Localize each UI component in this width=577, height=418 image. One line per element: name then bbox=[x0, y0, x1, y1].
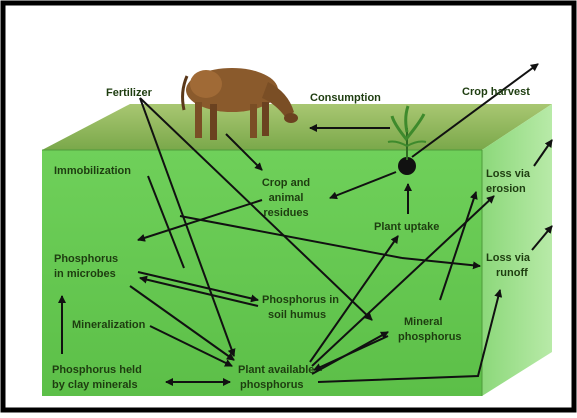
label-plant-available-line1: Plant available bbox=[238, 364, 314, 376]
label-loss-erosion-line2: erosion bbox=[486, 183, 526, 195]
label-p-microbes-line2: in microbes bbox=[54, 268, 116, 280]
label-fertilizer: Fertilizer bbox=[106, 87, 153, 99]
label-loss-runoff-line2: runoff bbox=[496, 267, 528, 279]
label-p-humus-line1: Phosphorus in bbox=[262, 294, 339, 306]
label-mineralization: Mineralization bbox=[72, 319, 146, 331]
label-clay-p-line1: Phosphorus held bbox=[52, 364, 142, 376]
label-immobilization: Immobilization bbox=[54, 165, 131, 177]
label-consumption: Consumption bbox=[310, 92, 381, 104]
label-crop-harvest: Crop harvest bbox=[462, 86, 530, 98]
label-p-microbes-line1: Phosphorus bbox=[54, 253, 118, 265]
label-plant-available-line2: phosphorus bbox=[240, 379, 304, 391]
label-crop-residues-line2: animal bbox=[269, 192, 304, 204]
label-loss-erosion-line1: Loss via bbox=[486, 168, 531, 180]
label-crop-residues-line1: Crop and bbox=[262, 177, 310, 189]
label-mineral-p-line2: phosphorus bbox=[398, 331, 462, 343]
label-crop-residues-line3: residues bbox=[263, 207, 308, 219]
label-mineral-p-line1: Mineral bbox=[404, 316, 443, 328]
label-clay-p-line2: by clay minerals bbox=[52, 379, 138, 391]
label-loss-runoff-line1: Loss via bbox=[486, 252, 531, 264]
label-plant-uptake: Plant uptake bbox=[374, 221, 439, 233]
label-p-humus-line2: soil humus bbox=[268, 309, 326, 321]
block-side-face bbox=[482, 104, 552, 396]
